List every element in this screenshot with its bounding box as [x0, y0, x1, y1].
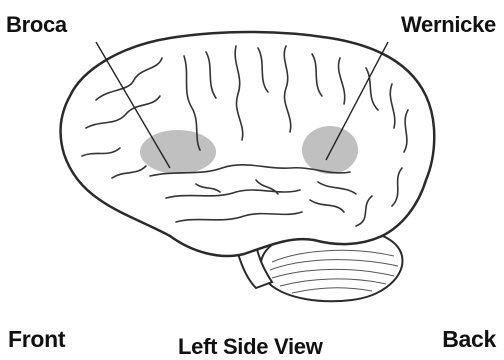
wernicke-label: Wernicke [401, 12, 496, 38]
front-label: Front [8, 326, 65, 353]
view-caption: Left Side View [178, 334, 323, 360]
wernicke-area [302, 126, 358, 174]
broca-label: Broca [6, 12, 67, 38]
cerebrum [61, 32, 435, 256]
back-label: Back [442, 326, 496, 353]
